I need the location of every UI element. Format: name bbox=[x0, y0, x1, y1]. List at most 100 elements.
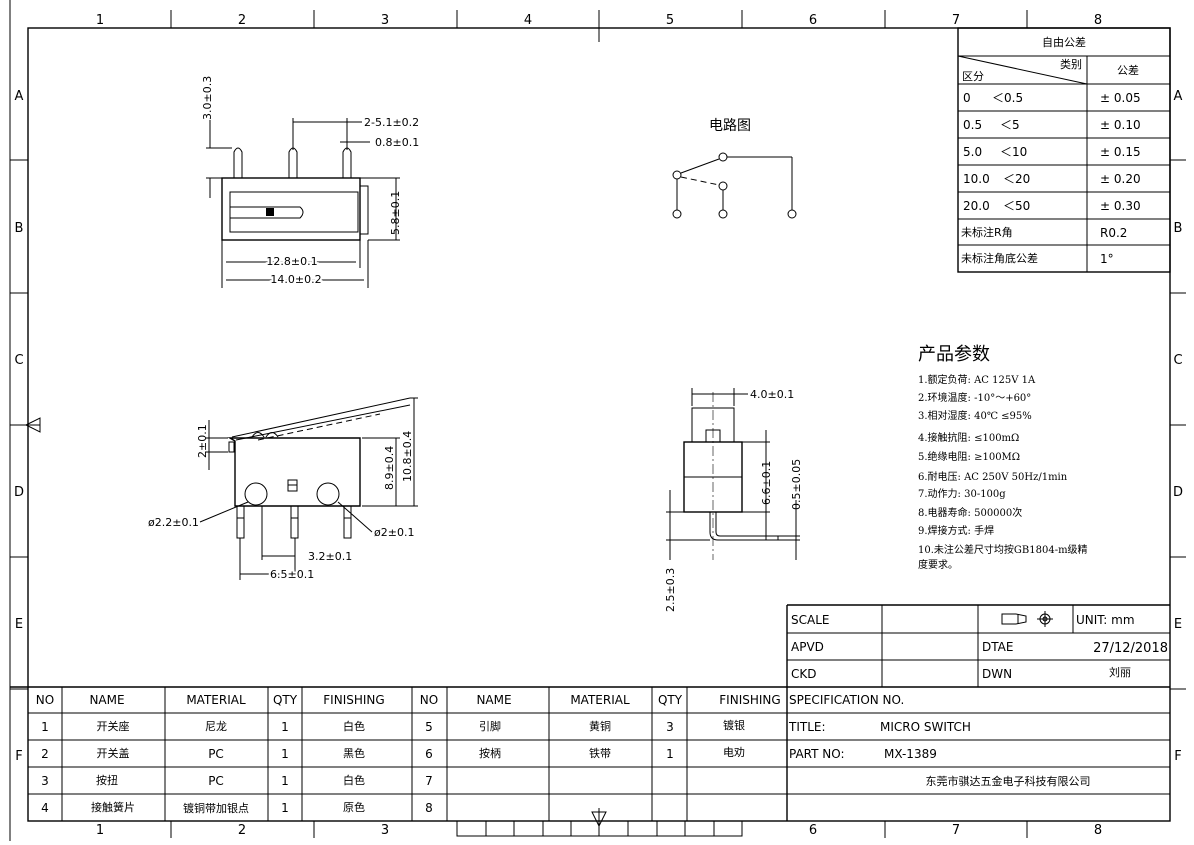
bom-cell: 8 bbox=[425, 801, 433, 815]
dim-lead-offset: 2.5±0.3 bbox=[664, 568, 677, 612]
col-label: 1 bbox=[96, 823, 104, 838]
sheet-frame bbox=[9, 0, 1186, 841]
tolerance-angle-value: 1° bbox=[1100, 252, 1114, 266]
dim-actuator-width: 4.0±0.1 bbox=[750, 388, 794, 401]
param-item: 度要求。 bbox=[918, 558, 958, 571]
tolerance-header-tol: 公差 bbox=[1117, 63, 1139, 77]
tolerance-title: 自由公差 bbox=[1042, 35, 1086, 49]
col-label: 4 bbox=[524, 13, 532, 28]
bom-cell: 7 bbox=[425, 774, 433, 788]
bom-cell: 1 bbox=[281, 747, 289, 761]
dim-lead-height: 6.6±0.1 bbox=[760, 461, 773, 505]
row-label: E bbox=[15, 617, 23, 632]
bom-header: MATERIAL bbox=[570, 693, 630, 707]
tolerance-angle-label: 未标注角底公差 bbox=[961, 251, 1038, 265]
bom-cell: 白色 bbox=[343, 773, 365, 787]
tolerance-from: 0 bbox=[963, 91, 971, 105]
param-item: 5.绝缘电阻: ≥100MΩ bbox=[918, 450, 1020, 463]
row-label: B bbox=[1174, 221, 1183, 236]
unit-label: UNIT: mm bbox=[1076, 613, 1135, 627]
bom-cell: 按扭 bbox=[96, 773, 118, 787]
bom-cell: 按柄 bbox=[479, 746, 501, 760]
bom-header: NO bbox=[36, 693, 54, 707]
bom-cell: 1 bbox=[41, 720, 49, 734]
grid-labels: 1 2 3 4 5 6 7 8 1 2 3 6 7 8 A B C D E F … bbox=[14, 13, 1183, 838]
tolerance-r-value: R0.2 bbox=[1100, 226, 1127, 240]
dim-pin-pitch: 2-5.1±0.2 bbox=[364, 116, 419, 129]
dim-total-length: 14.0±0.2 bbox=[270, 273, 321, 286]
tolerance-from: 20.0 bbox=[963, 199, 990, 213]
spec-label: SPECIFICATION NO. bbox=[789, 693, 904, 707]
bom-header: QTY bbox=[658, 693, 683, 707]
tolerance-header-category: 类别 bbox=[1060, 57, 1082, 71]
dim-body-depth: 5.8±0.1 bbox=[389, 191, 402, 235]
col-label: 7 bbox=[952, 13, 960, 28]
dim-hole-dia-left: ø2.2±0.1 bbox=[148, 516, 199, 529]
param-item: 4.接触抗阻: ≤100mΩ bbox=[918, 431, 1019, 444]
param-item: 1.额定负荷: AC 125V 1A bbox=[918, 373, 1036, 386]
bom-cell: PC bbox=[208, 774, 224, 788]
dim-pin-height: 3.0±0.3 bbox=[201, 76, 214, 120]
circuit-diagram: 电路图 bbox=[672, 118, 797, 219]
ckd-label: CKD bbox=[791, 667, 817, 681]
title-block: SCALE UNIT: mm APVD DTAE 27/12/2018 CKD … bbox=[786, 604, 1170, 821]
bom-header: NAME bbox=[476, 693, 511, 707]
dim-pin-spacing: 6.5±0.1 bbox=[270, 568, 314, 581]
bom-cell: 黑色 bbox=[343, 746, 365, 760]
title-label: TITLE: bbox=[788, 720, 826, 734]
bom-cell: 黄铜 bbox=[589, 719, 611, 733]
tolerance-value: ± 0.10 bbox=[1100, 118, 1141, 132]
row-label: C bbox=[14, 353, 23, 368]
tolerance-r-label: 未标注R角 bbox=[961, 225, 1013, 239]
tolerance-to: ＜5 bbox=[1000, 118, 1020, 132]
param-item: 10.未注公差尺寸均按GB1804-m级精 bbox=[918, 543, 1088, 556]
bom-cell: 接触簧片 bbox=[91, 800, 135, 814]
top-view: 3.0±0.3 2-5.1±0.2 0.8±0.1 5.8±0.1 12.8±0… bbox=[201, 76, 419, 288]
bom-cell: 5 bbox=[425, 720, 433, 734]
row-label: D bbox=[1173, 485, 1183, 500]
param-item: 8.电器寿命: 500000次 bbox=[918, 506, 1022, 519]
bom-cell: 开关盖 bbox=[97, 746, 130, 760]
row-label: F bbox=[1174, 749, 1181, 764]
dim-hole-dia-right: ø2±0.1 bbox=[374, 526, 414, 539]
dim-pin-gap: 3.2±0.1 bbox=[308, 550, 352, 563]
part-value: MX-1389 bbox=[884, 747, 937, 761]
bom-cell: 4 bbox=[41, 801, 49, 815]
bom-cell: 3 bbox=[666, 720, 674, 734]
bom-cell: 开关座 bbox=[97, 719, 130, 733]
col-label: 8 bbox=[1094, 823, 1102, 838]
scale-label: SCALE bbox=[791, 613, 829, 627]
tolerance-to: ＜50 bbox=[1003, 199, 1030, 213]
row-label: B bbox=[15, 221, 24, 236]
bom-cell: 引脚 bbox=[479, 719, 501, 733]
date-label: DTAE bbox=[982, 640, 1013, 654]
bom-cell: 1 bbox=[666, 747, 674, 761]
row-label: F bbox=[15, 749, 22, 764]
row-label: E bbox=[1174, 617, 1182, 632]
tolerance-to: ＜10 bbox=[1000, 145, 1027, 159]
param-item: 3.相对湿度: 40℃ ≤95% bbox=[918, 409, 1032, 422]
company-name: 东莞市骐达五金电子科技有限公司 bbox=[926, 774, 1091, 788]
bom-header: QTY bbox=[273, 693, 298, 707]
part-label: PART NO: bbox=[789, 747, 845, 761]
bom-header: NO bbox=[420, 693, 438, 707]
dim-lead-thickness: 0.5±0.05 bbox=[790, 459, 803, 510]
bom-header: FINISHING bbox=[323, 693, 384, 707]
tolerance-value: ± 0.15 bbox=[1100, 145, 1141, 159]
tolerance-from: 0.5 bbox=[963, 118, 982, 132]
side-view: 2±0.1 8.9±0.4 10.8±0.4 ø2.2±0.1 ø2±0.1 3… bbox=[148, 397, 418, 583]
dwn-value: 刘丽 bbox=[1109, 666, 1131, 679]
param-item: 7.动作力: 30-100g bbox=[918, 487, 1006, 500]
bom-cell: 镀铜带加银点 bbox=[183, 801, 249, 815]
bom-cell: 原色 bbox=[343, 800, 365, 814]
front-view: 4.0±0.1 6.6±0.1 0.5±0.05 2.5±0.3 bbox=[664, 388, 803, 612]
dim-body-height: 8.9±0.4 bbox=[383, 446, 396, 490]
tolerance-to: ＜0.5 bbox=[992, 91, 1023, 105]
tolerance-from: 5.0 bbox=[963, 145, 982, 159]
date-value: 27/12/2018 bbox=[1093, 641, 1168, 656]
bom-header: FINISHING bbox=[719, 693, 780, 707]
bom-cell: 尼龙 bbox=[205, 720, 227, 733]
bom-cell: 6 bbox=[425, 747, 433, 761]
tolerance-to: ＜20 bbox=[1003, 172, 1030, 186]
